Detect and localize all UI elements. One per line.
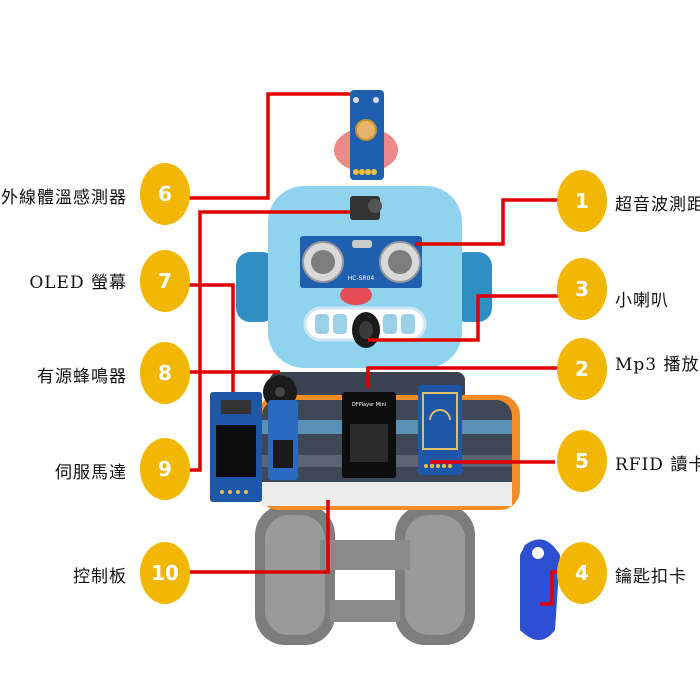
label-oled: OLED 螢幕 (29, 273, 127, 293)
badge-4: 4 (557, 542, 607, 604)
label-buzzer: 有源蜂鳴器 (37, 367, 127, 387)
ultrasonic-sensor: HC-SR04 (300, 236, 422, 288)
leader-lines (187, 92, 560, 606)
leader-line-10 (187, 500, 330, 574)
label-key-fob: 鑰匙扣卡 (615, 567, 687, 587)
infrared-temperature-sensor (334, 90, 398, 180)
badge-2: 2 (557, 338, 607, 400)
wheels (255, 505, 475, 645)
leader-line-6 (187, 92, 350, 200)
key-fob-card (520, 539, 560, 640)
label-servo: 伺服馬達 (55, 463, 127, 483)
badge-6: 6 (140, 163, 190, 225)
leader-line-7 (187, 283, 235, 392)
label-infrared-temp: 紅外線體溫感測器 (0, 188, 127, 208)
badge-7: 7 (140, 250, 190, 312)
badge-9: 9 (140, 438, 190, 500)
mp3-module-label: DFPlayer Mini (352, 402, 386, 408)
leader-line-3 (368, 294, 560, 342)
leader-line-2 (366, 366, 560, 388)
badge-3: 3 (557, 258, 607, 320)
ultrasonic-module-label: HC-SR04 (348, 275, 375, 282)
rfid-reader (418, 385, 462, 475)
control-board (268, 400, 298, 480)
leader-line-9 (187, 210, 350, 472)
label-rfid: RFID 讀卡機 (615, 455, 700, 475)
leader-line-1 (415, 198, 560, 246)
badge-1: 1 (557, 170, 607, 232)
label-ultrasonic: 超音波測距 (615, 195, 700, 215)
mp3-player: DFPlayer Mini (342, 392, 396, 478)
label-mp3: Mp3 播放器 (615, 355, 700, 375)
label-speaker: 小喇叭 (615, 291, 669, 311)
oled-screen (210, 392, 262, 502)
servo-motor (350, 196, 382, 220)
small-speaker (352, 312, 380, 348)
badge-5: 5 (557, 430, 607, 492)
badge-8: 8 (140, 342, 190, 404)
badge-10: 10 (140, 542, 190, 604)
leader-line-4 (540, 570, 560, 606)
label-control-board: 控制板 (73, 567, 127, 587)
